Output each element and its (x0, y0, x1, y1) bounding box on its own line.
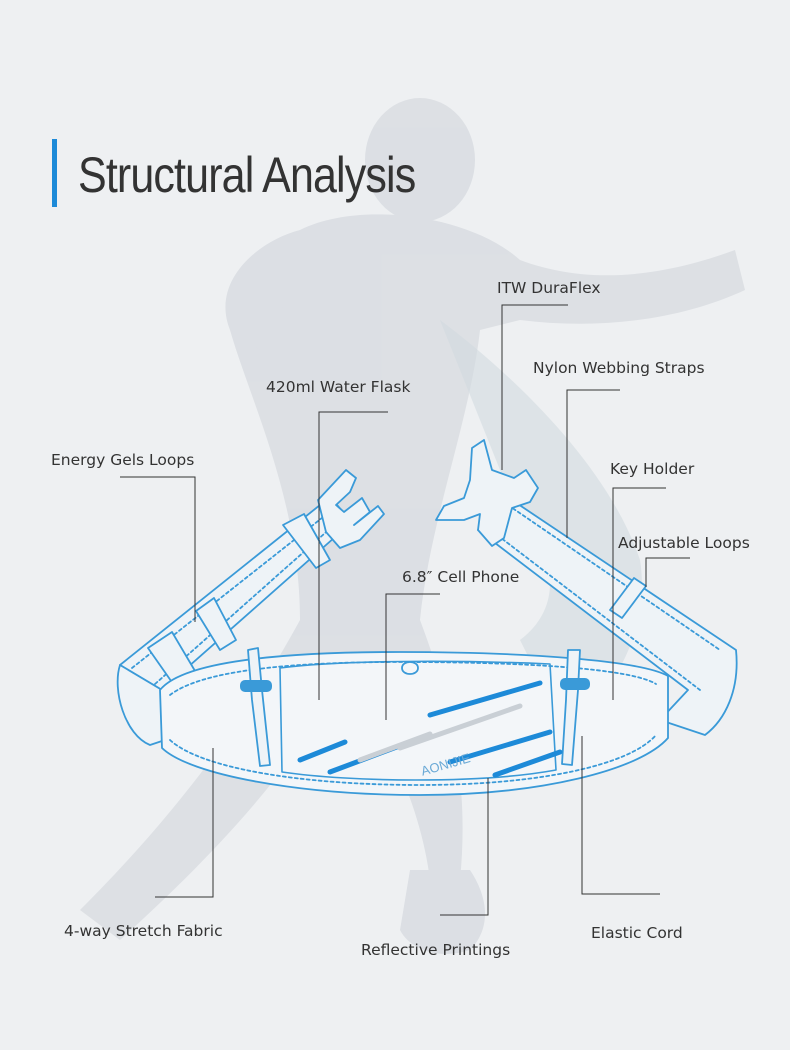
label-water-flask: 420ml Water Flask (266, 378, 411, 396)
label-itw-duraflex: ITW DuraFlex (497, 279, 601, 297)
label-key-holder: Key Holder (610, 460, 695, 478)
title-accent-bar (52, 139, 57, 207)
label-adjustable-loops: Adjustable Loops (618, 534, 750, 552)
page-title: Structural Analysis (78, 147, 416, 203)
label-elastic-cord: Elastic Cord (591, 924, 683, 942)
label-cell-phone: 6.8″ Cell Phone (402, 568, 520, 586)
label-stretch-fabric: 4-way Stretch Fabric (64, 922, 223, 940)
label-reflective-printings: Reflective Printings (361, 941, 511, 959)
label-nylon-webbing-straps: Nylon Webbing Straps (533, 359, 705, 377)
label-energy-gels-loops: Energy Gels Loops (51, 451, 195, 469)
